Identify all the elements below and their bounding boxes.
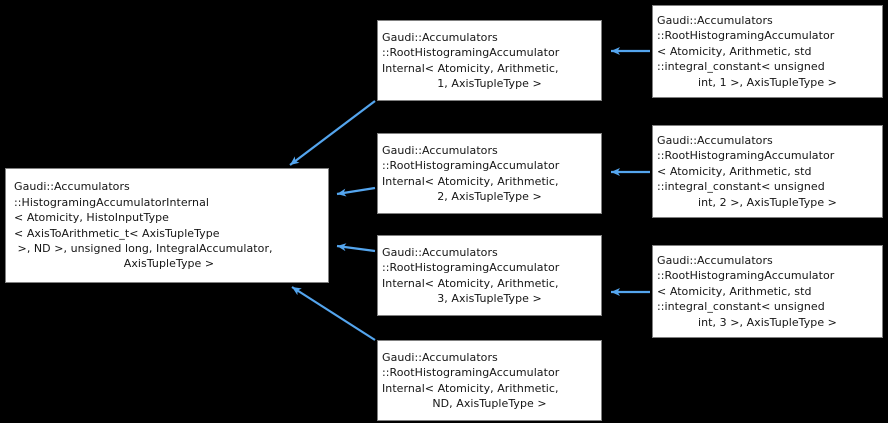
edge-mid1-to-base — [289, 100, 376, 166]
class-node-line: Gaudi::Accumulators — [657, 253, 773, 267]
class-node-line: AxisTupleType > — [123, 257, 215, 271]
class-node-line: ::RootHistogramingAccumulator — [382, 46, 560, 60]
class-node-line: ::HistogramingAccumulatorInternal — [14, 195, 209, 209]
class-node-line: 2, AxisTupleType > — [437, 189, 542, 203]
class-node-line: ::RootHistogramingAccumulator — [382, 261, 560, 275]
class-node-root-histograming-accumulator-internal-3[interactable]: Gaudi::Accumulators ::RootHistogramingAc… — [377, 235, 602, 316]
class-node-line: Gaudi::Accumulators — [14, 180, 130, 194]
class-node-line: < AxisToArithmetic_t< AxisTupleType — [14, 226, 220, 240]
class-node-line: ::RootHistogramingAccumulator — [382, 366, 560, 380]
class-node-histograming-accumulator-internal[interactable]: Gaudi::Accumulators ::HistogramingAccumu… — [5, 168, 329, 283]
edge-mid2-to-base — [336, 186, 376, 197]
class-node-line: ND, AxisTupleType > — [432, 396, 547, 410]
class-node-line: Gaudi::Accumulators — [382, 245, 498, 259]
edge-midnd-to-base — [291, 286, 376, 341]
class-node-line: 3, AxisTupleType > — [437, 291, 542, 305]
class-node-line: ::RootHistogramingAccumulator — [657, 149, 835, 163]
class-node-line: ::RootHistogramingAccumulator — [657, 269, 835, 283]
class-node-line: < Atomicity, Arithmetic, std — [657, 44, 812, 58]
class-node-line: ::RootHistogramingAccumulator — [657, 29, 835, 43]
class-node-line: ::integral_constant< unsigned — [657, 180, 825, 194]
class-node-line: < Atomicity, Arithmetic, std — [657, 164, 812, 178]
edge-mid3-to-base — [336, 243, 376, 253]
class-node-line: Internal< Atomicity, Arithmetic, — [382, 61, 559, 75]
class-node-root-histograming-accumulator-integral-constant-1[interactable]: Gaudi::Accumulators ::RootHistogramingAc… — [652, 5, 883, 98]
class-node-line: int, 2 >, AxisTupleType > — [698, 195, 837, 209]
class-node-line: Gaudi::Accumulators — [382, 350, 498, 364]
class-node-line: Gaudi::Accumulators — [382, 30, 498, 44]
class-node-line: ::integral_constant< unsigned — [657, 60, 825, 74]
class-node-root-histograming-accumulator-integral-constant-3[interactable]: Gaudi::Accumulators ::RootHistogramingAc… — [652, 245, 883, 338]
class-node-root-histograming-accumulator-integral-constant-2[interactable]: Gaudi::Accumulators ::RootHistogramingAc… — [652, 125, 883, 218]
class-node-root-histograming-accumulator-internal-2[interactable]: Gaudi::Accumulators ::RootHistogramingAc… — [377, 133, 602, 214]
class-node-root-histograming-accumulator-internal-1[interactable]: Gaudi::Accumulators ::RootHistogramingAc… — [377, 20, 602, 101]
class-node-line: >, ND >, unsigned long, IntegralAccumula… — [14, 241, 273, 255]
class-node-line: Gaudi::Accumulators — [382, 143, 498, 157]
class-node-line: Gaudi::Accumulators — [657, 13, 773, 27]
class-node-line: Gaudi::Accumulators — [657, 133, 773, 147]
class-node-root-histograming-accumulator-internal-nd[interactable]: Gaudi::Accumulators ::RootHistogramingAc… — [377, 340, 602, 421]
class-node-line: int, 1 >, AxisTupleType > — [698, 75, 837, 89]
class-node-line: ::RootHistogramingAccumulator — [382, 159, 560, 173]
class-node-line: ::integral_constant< unsigned — [657, 300, 825, 314]
class-node-line: int, 3 >, AxisTupleType > — [698, 315, 837, 329]
class-node-line: Internal< Atomicity, Arithmetic, — [382, 276, 559, 290]
class-node-line: < Atomicity, HistoInputType — [14, 211, 169, 225]
class-node-line: Internal< Atomicity, Arithmetic, — [382, 381, 559, 395]
class-node-line: 1, AxisTupleType > — [437, 76, 542, 90]
class-node-line: Internal< Atomicity, Arithmetic, — [382, 174, 559, 188]
class-node-line: < Atomicity, Arithmetic, std — [657, 284, 812, 298]
